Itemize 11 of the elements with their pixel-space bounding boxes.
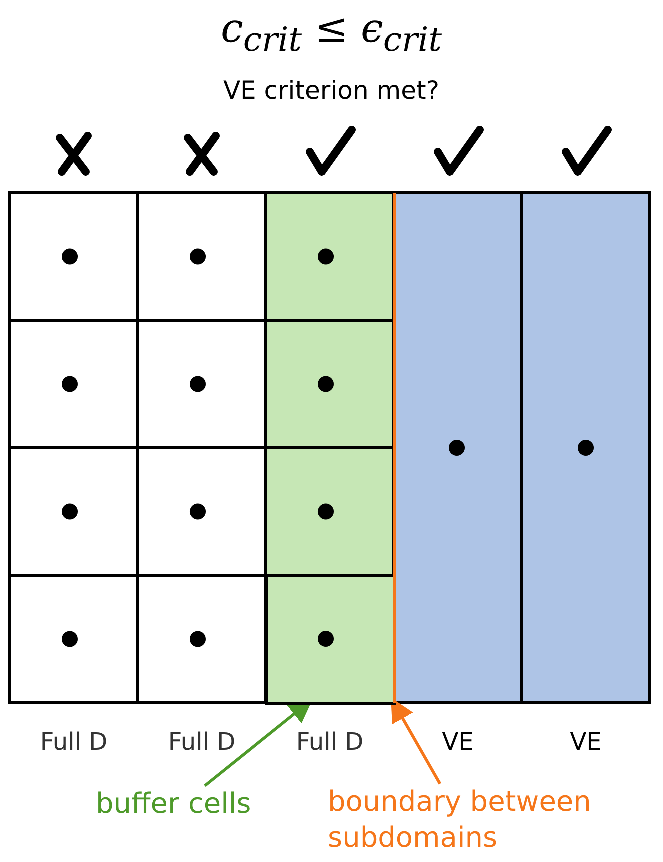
column-label: Full D — [295, 728, 365, 756]
formula-title: c$_{crit}$ ≤ ϵ$_{crit}$ — [220, 6, 444, 59]
column-label: Full D — [39, 728, 109, 756]
column-label: VE — [441, 728, 475, 756]
axis-question: VE criterion met? — [222, 76, 441, 105]
column-label: VE — [569, 728, 603, 756]
column-label: Full D — [167, 728, 237, 756]
boundary-line — [392, 193, 396, 703]
buffer-cell — [264, 574, 396, 704]
annotation-text: boundary between subdomains — [328, 784, 662, 856]
annotation-text: buffer cells — [96, 786, 296, 822]
